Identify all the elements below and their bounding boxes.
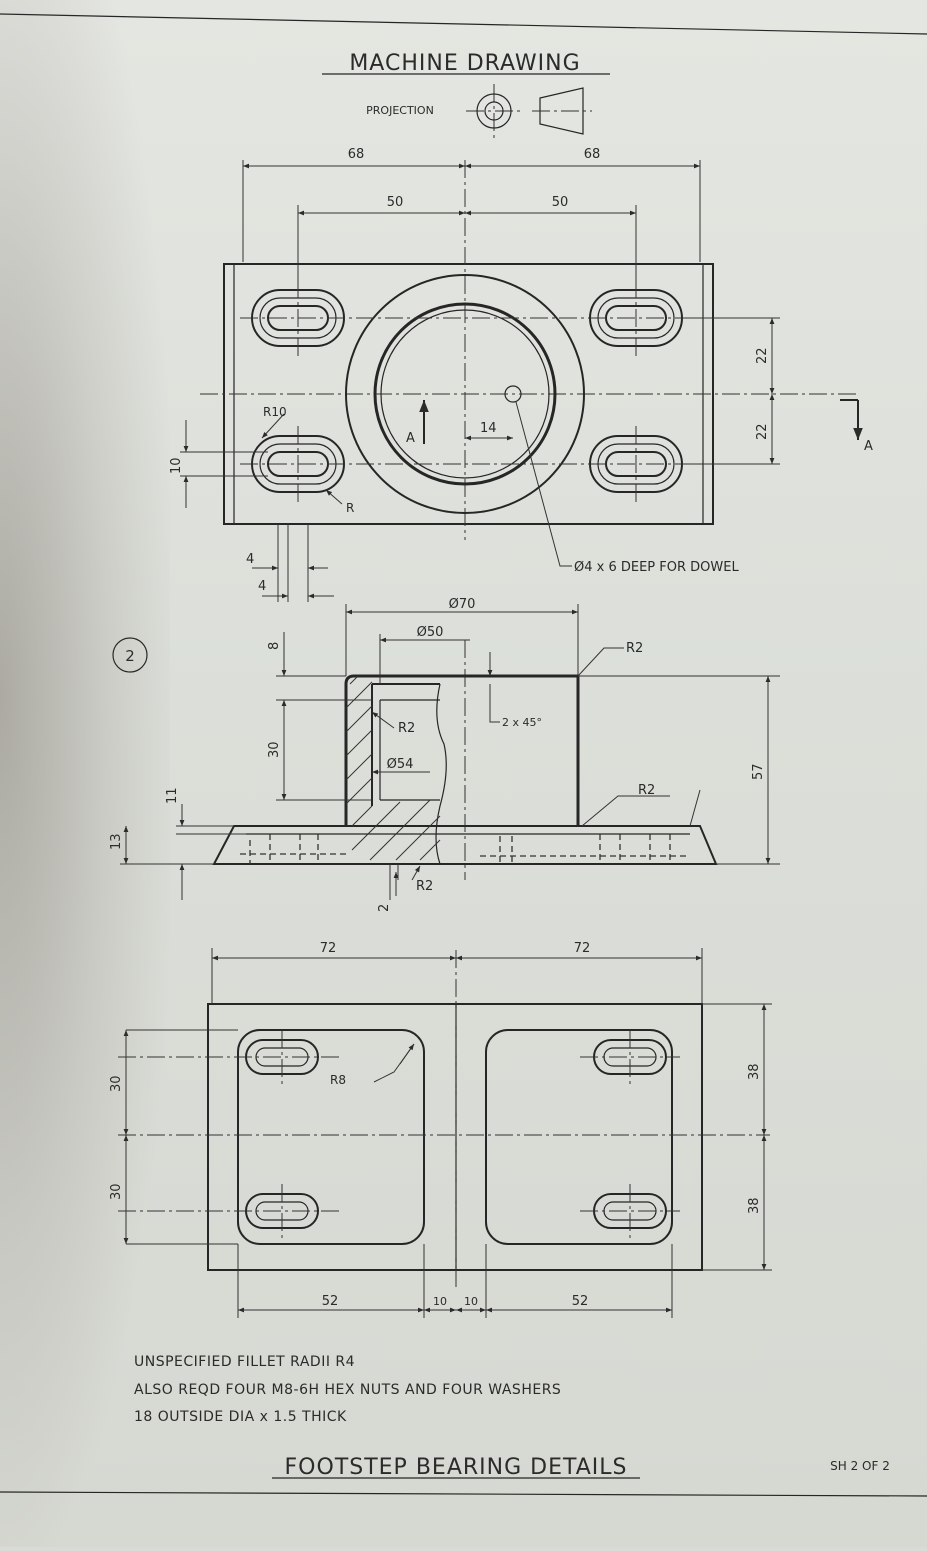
- sheet-number: SH 2 OF 2: [830, 1459, 890, 1473]
- dim-22-lower: 22: [755, 423, 770, 440]
- top-view: 68 68 50 50 22 22 A A 14 Ø4 x 6 DEEP FOR…: [169, 147, 873, 602]
- section-a-left: A: [406, 431, 415, 446]
- bottom-view-outline: [207, 1003, 703, 1271]
- note-line-3: 18 OUTSIDE DIA x 1.5 THICK: [134, 1409, 347, 1425]
- label-r2-inner: R2: [398, 721, 415, 736]
- dim-30-upper: 30: [109, 1075, 124, 1092]
- label-r2-bottom: R2: [416, 879, 433, 894]
- dowel-note: Ø4 x 6 DEEP FOR DOWEL: [574, 560, 739, 575]
- dim-22-upper: 22: [755, 347, 770, 364]
- dim-38-upper: 38: [747, 1063, 762, 1080]
- label-r10: R10: [263, 405, 287, 419]
- label-chamfer: 2 x 45°: [502, 716, 542, 729]
- drawing-title: MACHINE DRAWING: [349, 51, 580, 76]
- dim-10-right: 10: [464, 1295, 478, 1308]
- dim-d50: Ø50: [417, 625, 444, 640]
- label-r8: R8: [330, 1073, 346, 1087]
- bore-circle: [373, 302, 557, 486]
- footer-title: FOOTSTEP BEARING DETAILS: [285, 1455, 628, 1480]
- dim-10-left: 10: [433, 1295, 447, 1308]
- dim-h2: 2: [377, 904, 392, 912]
- recess-right: [485, 1029, 673, 1245]
- dim-50-right: 50: [552, 195, 569, 210]
- dim-14: 14: [480, 421, 497, 436]
- note-line-2: ALSO REQD FOUR M8-6H HEX NUTS AND FOUR W…: [134, 1382, 561, 1398]
- dim-4-a: 4: [246, 552, 254, 567]
- dim-h30: 30: [267, 741, 282, 758]
- label-r: R: [346, 501, 354, 515]
- figure-number-circle: [112, 637, 148, 673]
- dim-10-slot: 10: [169, 457, 184, 474]
- outer-boss-circle: [345, 274, 585, 514]
- label-r2-right: R2: [638, 783, 655, 798]
- dim-h13: 13: [109, 833, 124, 850]
- dim-30-lower: 30: [109, 1183, 124, 1200]
- section-hatching: [345, 675, 441, 861]
- dim-52-left: 52: [322, 1294, 339, 1309]
- dim-h8: 8: [267, 642, 282, 650]
- dim-72-left: 72: [320, 941, 337, 956]
- note-line-1: UNSPECIFIED FILLET RADII R4: [134, 1354, 355, 1370]
- projection-label: PROJECTION: [366, 104, 434, 117]
- sheet-border-bottom: [0, 1491, 927, 1497]
- boss-outline: [344, 674, 580, 826]
- dim-72-right: 72: [574, 941, 591, 956]
- dim-68-left: 68: [348, 147, 365, 162]
- sheet-border-top: [0, 13, 927, 35]
- base-flange: [212, 825, 718, 865]
- dim-d70: Ø70: [449, 597, 476, 612]
- front-view: Ø70 Ø50 Ø54 R2 2 x 45° R2 R2 57 30 8 11: [109, 597, 780, 912]
- projection-symbol-icon: [466, 84, 592, 138]
- figure-number: 2: [125, 647, 135, 665]
- dim-h11: 11: [165, 787, 180, 804]
- label-r2-top: R2: [626, 641, 643, 656]
- bottom-view: 72 72 30 30 38 38 R8 52 10 10 52: [109, 941, 772, 1318]
- recess-left: [237, 1029, 425, 1245]
- dim-d54: Ø54: [387, 757, 414, 772]
- section-a-right: A: [864, 439, 873, 454]
- dim-52-right: 52: [572, 1294, 589, 1309]
- dim-68-right: 68: [584, 147, 601, 162]
- dim-4-b: 4: [258, 579, 266, 594]
- dim-h57: 57: [751, 763, 766, 780]
- dim-50-left: 50: [387, 195, 404, 210]
- dowel-hole: [504, 385, 522, 403]
- dim-38-lower: 38: [747, 1197, 762, 1214]
